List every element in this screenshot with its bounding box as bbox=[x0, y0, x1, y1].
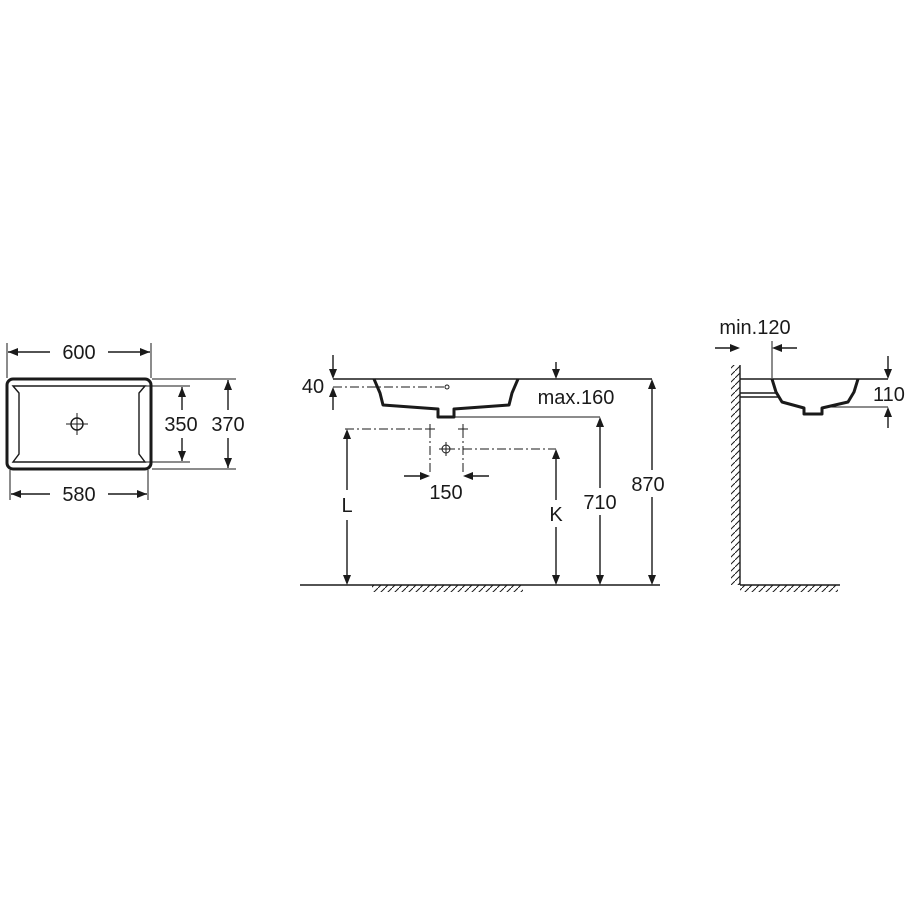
top-view: 600 580 350 370 bbox=[5, 342, 245, 506]
dim-rim-height: 40 bbox=[302, 376, 324, 398]
basin-side-profile bbox=[770, 378, 860, 416]
dim-wall-clearance: min.120 bbox=[719, 317, 790, 339]
basin-front-profile bbox=[372, 378, 520, 419]
dim-max-depth: max.160 bbox=[538, 387, 615, 409]
drain-icon bbox=[66, 413, 88, 435]
dim-tap-spacing: 150 bbox=[429, 482, 462, 504]
dim-label-l: L bbox=[341, 495, 352, 517]
dim-basin-height: 110 bbox=[873, 384, 905, 406]
dim-height-total: 870 bbox=[631, 474, 664, 496]
dim-label-k: K bbox=[549, 504, 563, 526]
dim-depth-outer: 370 bbox=[211, 414, 244, 436]
basin-outline bbox=[5, 377, 153, 471]
front-view: 40 max.160 150 bbox=[300, 355, 665, 592]
dim-width-inner: 580 bbox=[62, 484, 95, 506]
tap-marker-icon bbox=[425, 424, 468, 456]
dim-height-k: 710 bbox=[583, 492, 616, 514]
dim-width-outer: 600 bbox=[62, 342, 95, 364]
dim-depth-inner: 350 bbox=[164, 414, 197, 436]
side-view: min.120 110 bbox=[715, 317, 905, 592]
